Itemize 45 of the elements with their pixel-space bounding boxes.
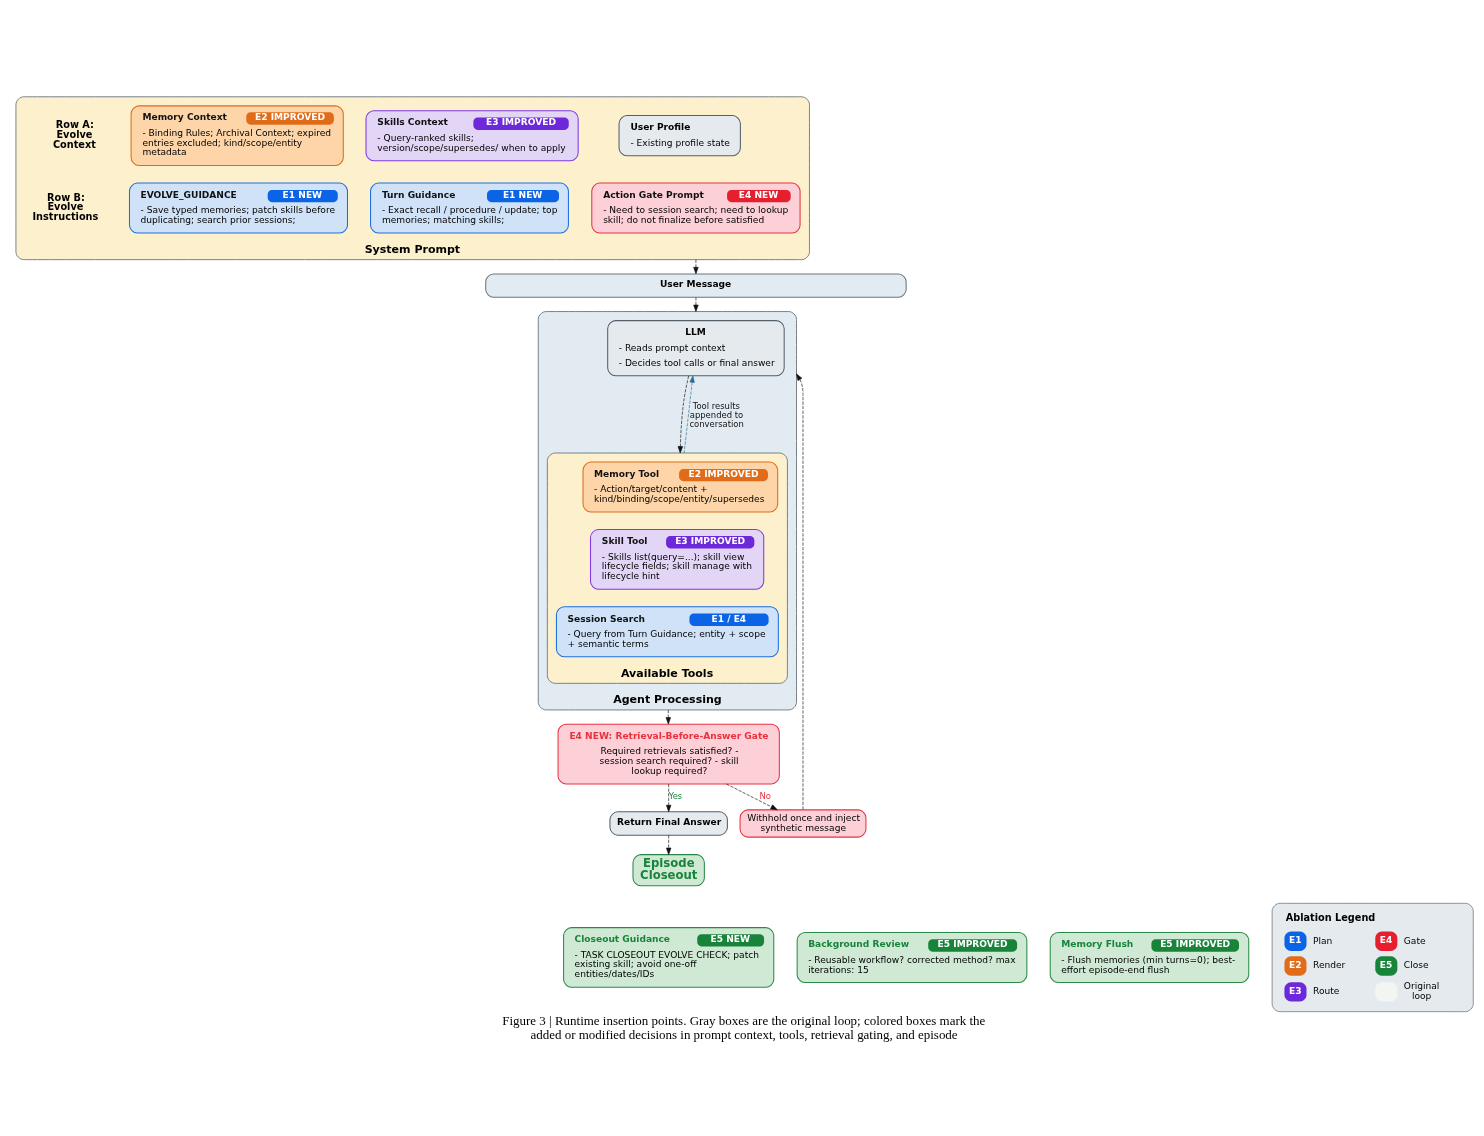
node-box: User Profile - Existing profile state: [618, 114, 741, 156]
node-box: Skills Context E3 IMPROVED - Query-ranked skills; version/scope/supersedes/ when to apply: [365, 109, 579, 161]
arrow: [693, 296, 699, 312]
node-box: Return Final Answer: [609, 810, 728, 836]
arrow: [726, 783, 778, 810]
legend-label: Close: [1403, 959, 1429, 970]
label: E5: [1379, 959, 1393, 970]
label: E3: [1288, 985, 1302, 996]
legend-label: Plan: [1312, 935, 1333, 946]
arrow: [665, 709, 671, 724]
label: E1: [1288, 934, 1302, 945]
legend-label: Render: [1312, 959, 1346, 970]
arrow: [666, 834, 672, 855]
node-box: User Message: [485, 272, 907, 298]
edge-label: Yes: [668, 790, 683, 801]
node-box: Memory Flush E5 IMPROVED - Flush memories (min turns=0); best-effort episode-end flush: [1049, 931, 1250, 983]
node-box: Memory Context E2 IMPROVED - Binding Rules; Archival Context; expired entries excluded; kind/scope/entity metadata: [130, 104, 344, 166]
legend-label: Route: [1312, 985, 1340, 996]
node-box: Memory Tool E2 IMPROVED - Action/target/content + kind/binding/scope/entity/supersedes: [582, 461, 779, 513]
node-box: Turn Guidance E1 NEW - Exact recall / procedure / update; top memories; matching skills;: [370, 182, 569, 234]
node-box: E4 NEW: Retrieval-Before-Answer Gate Required retrievals satisfied? - session search required? - skill lookup required?: [557, 723, 780, 784]
node-box: Closeout Guidance E5 NEW - TASK CLOSEOUT EVOLVE CHECK; patch existing skill; avoid one-off entities/dates/IDs: [563, 926, 775, 988]
edge-label: No: [759, 790, 771, 801]
label: E2: [1288, 959, 1302, 970]
node-box: LLM - Reads prompt context - Decides tool calls or final answer: [607, 319, 785, 376]
node-box: Session Search E1 / E4 - Query from Turn Guidance; entity + scope + semantic terms: [555, 605, 779, 657]
label: Ablation Legend: [1285, 911, 1376, 923]
label: Row A: Evolve Context: [52, 118, 96, 150]
arrow: [683, 375, 695, 453]
arrow: [677, 375, 689, 453]
node-box: Withhold once and inject synthetic message: [739, 808, 867, 838]
node-box: Episode Closeout: [632, 853, 705, 886]
legend-label: Gate: [1403, 935, 1426, 946]
node-box: Background Review E5 IMPROVED - Reusable workflow? corrected method? max iterations: 15: [796, 931, 1028, 983]
node-box: EVOLVE_GUIDANCE E1 NEW - Save typed memories; patch skills before duplicating; search prior sessions;: [128, 182, 348, 234]
node-box: Skill Tool E3 IMPROVED - Skills list(query=...); skill view lifecycle fields; skill manage with lifecycle hint: [589, 528, 765, 590]
edge-label: Tool results appended to conversation: [689, 400, 744, 429]
legend-label: Original loop: [1403, 980, 1440, 1001]
label: Row B: Evolve Instructions: [32, 191, 99, 222]
arrow: [796, 373, 804, 810]
arrow: [693, 258, 699, 274]
node-box: Action Gate Prompt E4 NEW - Need to session search; need to lookup skill; do not finalize before satisfied: [591, 182, 801, 234]
caption: Figure 3 | Runtime insertion points. Gray boxes are the original loop; colored boxes mark the added or modified decisions in prompt context, tools, retrieval gating, and episode: [502, 1012, 986, 1042]
label: E4: [1379, 934, 1393, 945]
arrow: [666, 783, 672, 812]
